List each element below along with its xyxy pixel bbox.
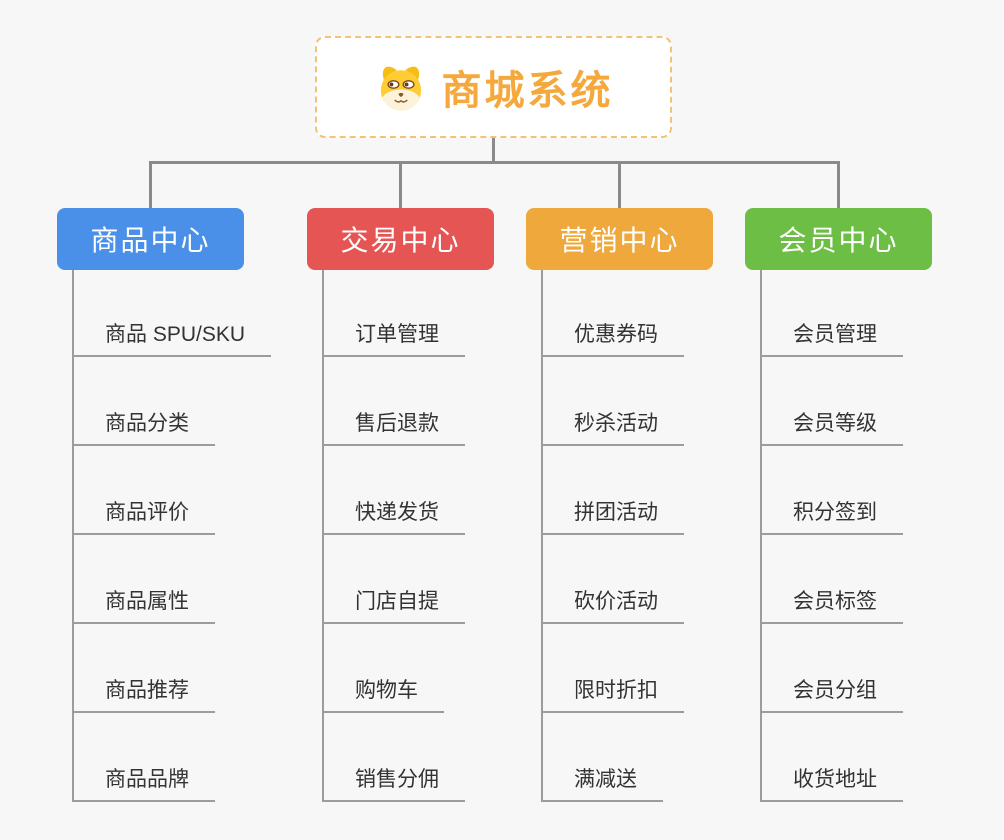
mindmap-leaf-node[interactable]: 会员标签 — [760, 588, 903, 624]
mindmap-leaf-node[interactable]: 订单管理 — [322, 321, 465, 357]
connector-line — [149, 161, 152, 208]
mindmap-leaf-node[interactable]: 会员分组 — [760, 677, 903, 713]
mindmap-leaf-node[interactable]: 门店自提 — [322, 588, 465, 624]
connector-line — [760, 270, 762, 802]
mindmap-leaf-node[interactable]: 会员管理 — [760, 321, 903, 357]
root-label: 商城系统 — [441, 69, 614, 113]
connector-line — [541, 270, 543, 802]
branch-label: 会员中心 — [778, 225, 899, 256]
mindmap-leaf-node[interactable]: 砍价活动 — [541, 588, 684, 624]
root-node[interactable]: 商城系统 — [315, 36, 672, 138]
mindmap-leaf-node[interactable]: 商品属性 — [72, 588, 215, 624]
mindmap-leaf-node[interactable]: 限时折扣 — [541, 677, 684, 713]
mindmap-leaf-node[interactable]: 快递发货 — [322, 499, 465, 535]
mindmap-leaf-node[interactable]: 商品分类 — [72, 410, 215, 446]
branch-node-3[interactable]: 营销中心 — [526, 208, 713, 270]
branch-node-1[interactable]: 商品中心 — [57, 208, 244, 270]
mindmap-leaf-node[interactable]: 商品 SPU/SKU — [72, 321, 272, 357]
connector-line — [149, 161, 839, 164]
mindmap-leaf-node[interactable]: 会员等级 — [760, 410, 903, 446]
connector-line — [322, 270, 324, 802]
connector-line — [399, 161, 402, 208]
connector-line — [837, 161, 840, 208]
mindmap-leaf-node[interactable]: 商品品牌 — [72, 766, 215, 802]
mindmap-leaf-node[interactable]: 销售分佣 — [322, 766, 465, 802]
branch-label: 营销中心 — [559, 225, 680, 256]
mindmap-leaf-node[interactable]: 满减送 — [541, 766, 663, 802]
mindmap-leaf-node[interactable]: 售后退款 — [322, 410, 465, 446]
connector-line — [492, 138, 495, 161]
dog-face-icon — [374, 61, 428, 113]
branch-label: 交易中心 — [340, 225, 461, 256]
mindmap-leaf-node[interactable]: 收货地址 — [760, 766, 903, 802]
branch-node-2[interactable]: 交易中心 — [307, 208, 494, 270]
mindmap-leaf-node[interactable]: 购物车 — [322, 677, 444, 713]
mindmap-leaf-node[interactable]: 积分签到 — [760, 499, 903, 535]
branch-node-4[interactable]: 会员中心 — [745, 208, 932, 270]
branch-label: 商品中心 — [90, 225, 211, 256]
mindmap-leaf-node[interactable]: 商品推荐 — [72, 677, 215, 713]
mindmap-leaf-node[interactable]: 秒杀活动 — [541, 410, 684, 446]
mindmap-leaf-node[interactable]: 商品评价 — [72, 499, 215, 535]
connector-line — [72, 270, 74, 802]
mindmap-leaf-node[interactable]: 优惠券码 — [541, 321, 684, 357]
connector-line — [618, 161, 621, 208]
mindmap-leaf-node[interactable]: 拼团活动 — [541, 499, 684, 535]
